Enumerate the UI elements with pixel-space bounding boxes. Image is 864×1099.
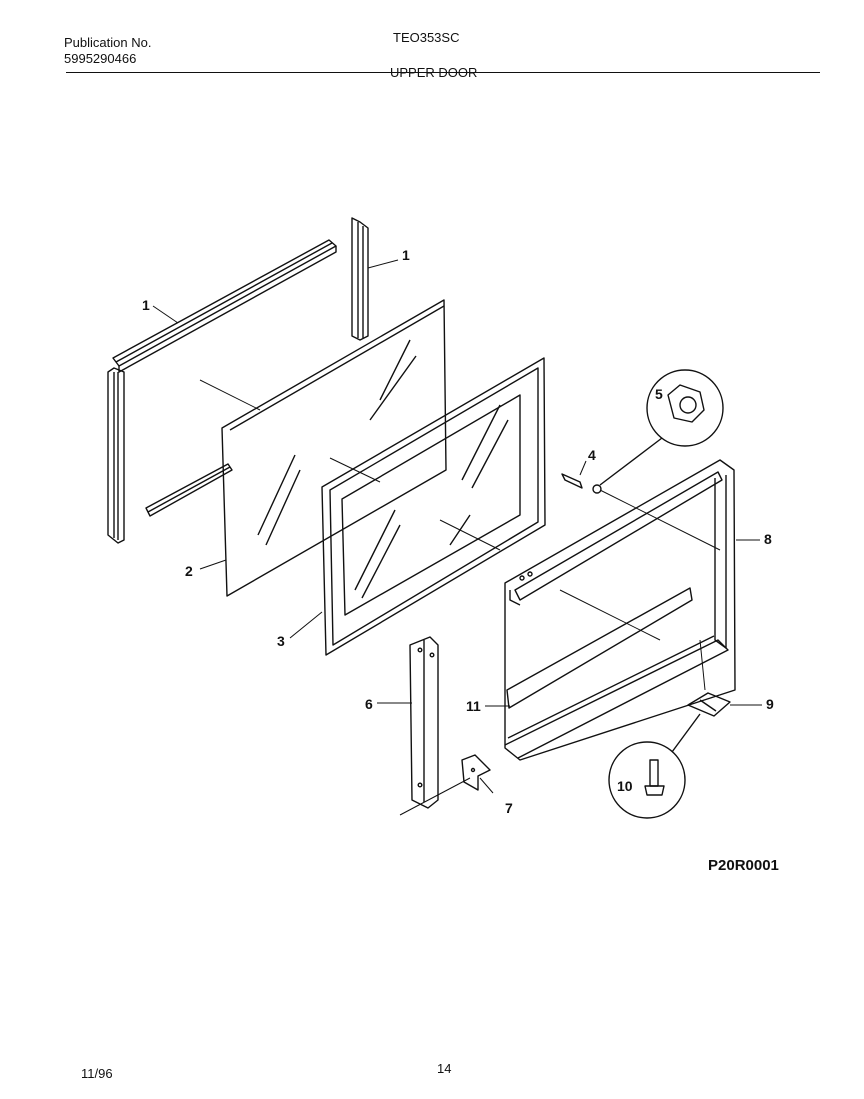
callout-1-right: 1 <box>402 247 410 263</box>
callout-1-left: 1 <box>142 297 150 313</box>
gasket-top-strip <box>112 239 337 373</box>
screw-small <box>561 473 583 489</box>
callout-8: 8 <box>764 531 772 547</box>
callout-7: 7 <box>505 800 513 816</box>
nut-detail-circle <box>599 369 724 486</box>
header-rule <box>66 72 820 73</box>
nut-small <box>592 484 602 494</box>
screw-detail-circle <box>608 713 701 819</box>
gasket-right-strip <box>351 217 369 341</box>
callout-10: 10 <box>617 778 633 794</box>
door-frame <box>504 459 736 761</box>
callout-9: 9 <box>766 696 774 712</box>
alignment-lines <box>199 379 721 816</box>
clip-bracket <box>461 754 491 791</box>
diagram-code: P20R0001 <box>708 857 779 874</box>
side-bracket <box>409 636 439 809</box>
callout-2: 2 <box>185 563 193 579</box>
callout-6: 6 <box>365 696 373 712</box>
callout-3: 3 <box>277 633 285 649</box>
model-number: TEO353SC <box>393 30 460 45</box>
hinge-clip <box>687 692 731 717</box>
callout-leaders <box>152 259 762 794</box>
gasket-left-strip <box>107 367 125 544</box>
outer-glass-panel <box>321 357 546 656</box>
publication-number: 5995290466 <box>64 51 137 66</box>
publication-label: Publication No. <box>64 35 152 50</box>
footer-date: 11/96 <box>81 1066 113 1081</box>
callout-11: 11 <box>466 698 481 714</box>
page-number: 14 <box>437 1061 452 1076</box>
inner-glass-panel <box>221 299 447 597</box>
callout-4: 4 <box>588 447 596 463</box>
callout-5: 5 <box>655 386 663 402</box>
gasket-bottom-strip <box>145 463 233 517</box>
insulation-strip <box>506 587 693 709</box>
